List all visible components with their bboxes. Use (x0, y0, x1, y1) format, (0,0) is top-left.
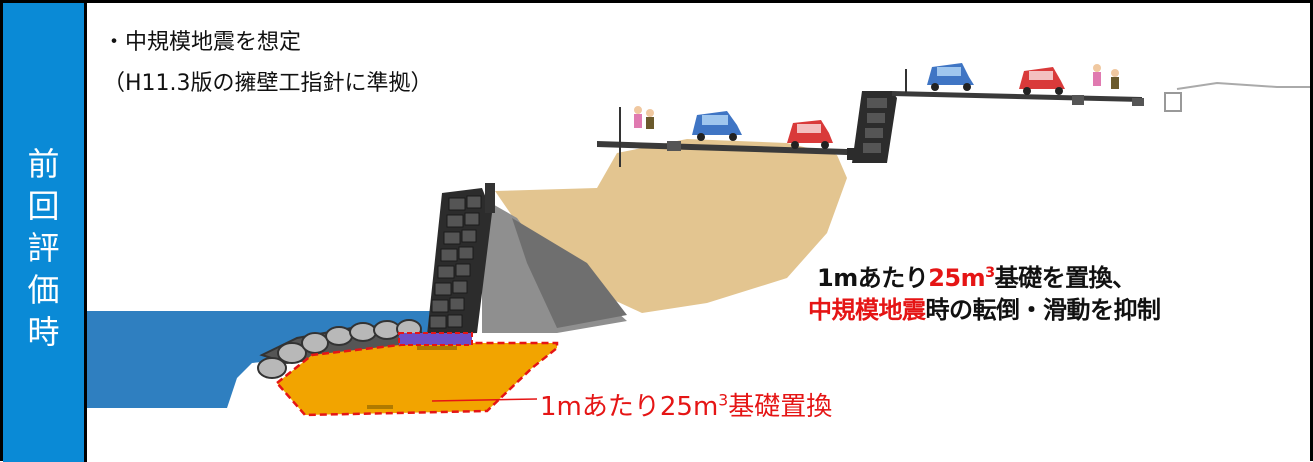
callout-text: 1mあたり (817, 264, 929, 292)
sidebar-char: 時 (27, 313, 60, 351)
car-blue-upper (927, 63, 974, 91)
sidebar-title: 前 回 評 価 時 (3, 143, 84, 353)
callout-superscript: 3 (985, 265, 995, 281)
note-assumption: ・中規模地震を想定 (103, 30, 302, 55)
sidebar-char: 価 (27, 271, 60, 309)
pedestrians-lower (619, 106, 654, 167)
sidebar-panel: 前 回 評 価 時 (3, 3, 87, 462)
car-blue-lower (692, 111, 742, 141)
callout-line2: 中規模地震時の転倒・滑動を抑制 (808, 290, 1161, 325)
sidebar-char: 回 (27, 187, 60, 225)
pedestrians-upper (905, 64, 1119, 93)
callout-line1: 1mあたり25m3基礎を置換、 (817, 258, 1136, 293)
note-guideline: （H11.3版の擁壁工指針に準拠） (103, 71, 433, 96)
callout-earthquake: 中規模地震 (808, 296, 926, 324)
footing-slab (398, 332, 473, 346)
sidebar-char: 前 (27, 145, 60, 183)
car-red-lower (787, 120, 833, 149)
callout-text: 基礎を置換、 (994, 264, 1137, 292)
sidebar-char: 評 (27, 229, 60, 267)
drain-marker (367, 405, 393, 409)
block-wall (427, 183, 495, 335)
leader-line (431, 398, 538, 402)
retaining-wall-diagram (87, 63, 1310, 417)
car-red-upper (1019, 67, 1065, 95)
callout-volume: 25m (928, 264, 986, 292)
area-label-superscript: 3 (718, 391, 729, 410)
road-deck-upper (892, 81, 1310, 112)
foundation-area-label: 1mあたり25m3基礎置換 (540, 386, 832, 423)
drain-marker (417, 346, 457, 350)
foundation-replacement (275, 341, 559, 417)
area-label-text: 基礎置換 (728, 392, 833, 422)
callout-text: 時の転倒・滑動を抑制 (925, 296, 1162, 324)
concrete-slope (512, 218, 627, 328)
area-label-text: 1mあたり25m (540, 392, 719, 422)
